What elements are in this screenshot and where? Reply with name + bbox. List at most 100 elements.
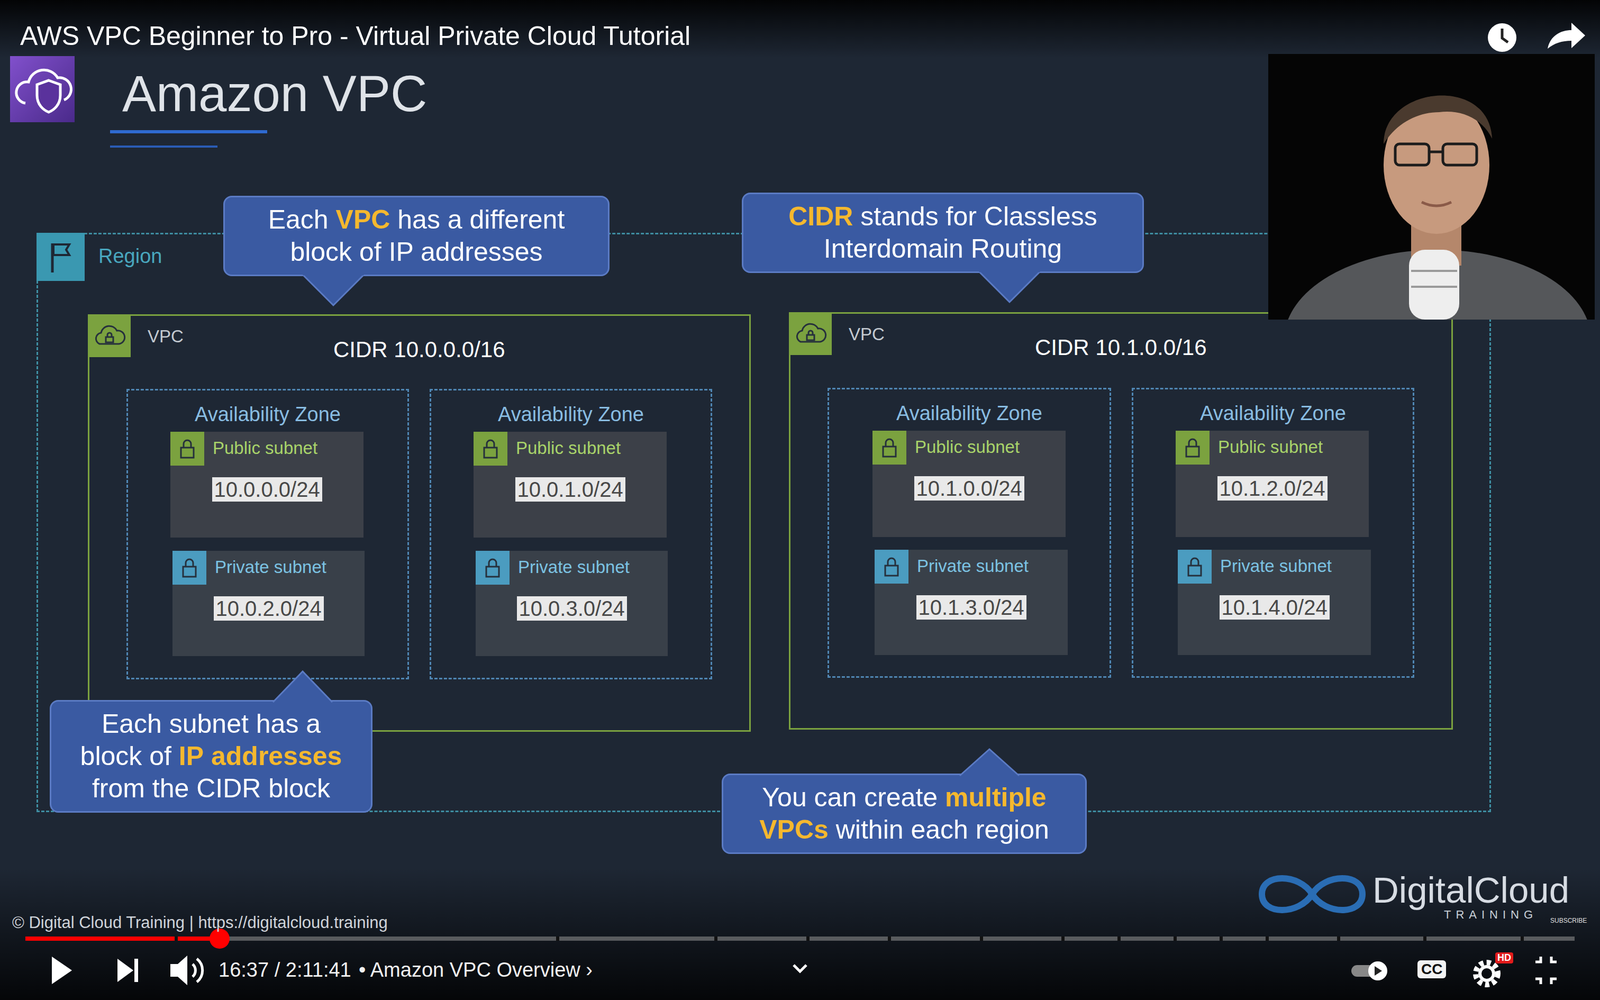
vpc-label: VPC <box>848 324 885 345</box>
vpc-cloud-icon <box>87 314 131 358</box>
graphic-rect <box>0 867 1600 1000</box>
graphic-polygon <box>271 671 334 704</box>
ip-range: 10.1.0.0/24 <box>914 476 1025 501</box>
callout-pointer <box>978 271 1041 303</box>
availability-zone-label: Availability Zone <box>896 402 1043 426</box>
availability-zone-label: Availability Zone <box>1200 402 1347 426</box>
callout-word: within <box>835 814 904 845</box>
graphic-rect <box>25 936 220 941</box>
graphic-rect <box>806 334 815 341</box>
graphic-path <box>808 330 813 335</box>
graphic-rect <box>979 936 984 941</box>
subnet-lock-icon <box>475 550 510 585</box>
callout-word: of <box>149 741 172 771</box>
private-subnet-box: Private subnet10.0.2.0/24 <box>172 550 365 657</box>
ip-range: 10.0.1.0/24 <box>515 477 626 502</box>
graphic-rect <box>1061 936 1065 941</box>
availability-zone-box: Availability ZonePublic subnet10.1.2.0/2… <box>1131 387 1415 678</box>
graphic-path <box>1261 878 1363 911</box>
graphic-rect <box>134 958 139 983</box>
chapter-title: • Amazon VPC Overview › <box>358 958 593 983</box>
graphic-rect <box>1520 936 1524 941</box>
graphic-rect <box>473 431 508 466</box>
public-subnet-label: Public subnet <box>1217 437 1323 458</box>
graphic-rect <box>475 550 510 585</box>
graphic-rect <box>1117 936 1121 941</box>
ip-range: 10.0.3.0/24 <box>516 596 627 621</box>
graphic-rect <box>1177 549 1212 584</box>
graphic-rect <box>1395 143 1430 166</box>
public-subnet-box: Public subnet10.1.0.0/24 <box>872 430 1066 538</box>
ip-range: 10.1.4.0/24 <box>1219 595 1330 620</box>
graphic-path <box>488 559 497 567</box>
graphic-path <box>979 272 1040 303</box>
callout-word: a <box>447 204 463 235</box>
public-subnet-box: Public subnet10.0.0.0/24 <box>170 431 364 538</box>
graphic-path <box>959 749 1020 776</box>
subscribe-text: SUBSCRIBE <box>1550 917 1587 925</box>
callout-word: region <box>975 814 1050 845</box>
highlight-word: VPCs <box>759 814 829 845</box>
graphic-rect <box>874 549 909 584</box>
graphic-path <box>303 275 363 306</box>
graphic-polygon <box>978 271 1041 303</box>
highlight-word: IP <box>178 741 204 771</box>
graphic-rect <box>788 312 832 356</box>
graphic-path <box>887 558 896 566</box>
callout-word: from <box>92 773 145 804</box>
graphic-rect <box>172 550 207 585</box>
callout-word: You <box>761 782 807 813</box>
graphic-circle <box>1487 23 1517 52</box>
cc-button: CC <box>1417 960 1447 979</box>
graphic-circle <box>1475 962 1498 985</box>
callout-text: Each VPC has a different block of IP add… <box>224 197 608 275</box>
graphic-rect <box>1442 143 1477 166</box>
graphic-rect <box>1265 936 1269 941</box>
callout-bubble: Each subnet has a block of IP addresses … <box>49 700 373 813</box>
graphic-path <box>1383 95 1493 144</box>
graphic-path <box>196 958 203 983</box>
graphic-rect <box>174 936 178 941</box>
callout-bubble: Each VPC has a different block of IP add… <box>223 195 610 277</box>
subnet-lock-icon <box>872 430 907 465</box>
callout-word: has <box>256 708 299 739</box>
graphic-polygon <box>958 749 1021 777</box>
callout-bubble: You can create multiple VPCs within each… <box>721 773 1087 854</box>
graphic-rect <box>1408 249 1460 320</box>
presenter-webcam <box>1268 53 1595 320</box>
callout-word: Classless <box>984 201 1098 232</box>
region-flag-icon <box>36 232 85 281</box>
video-title: AWS VPC Beginner to Pro - Virtual Privat… <box>20 21 691 52</box>
callout-word: IP <box>388 237 414 267</box>
graphic-path <box>1547 22 1586 49</box>
graphic-rect <box>486 566 499 577</box>
graphic-path <box>1421 202 1452 206</box>
callout-text: You can create multiple VPCs within each… <box>723 775 1086 853</box>
graphic-rect <box>180 447 194 458</box>
graphic-path <box>95 325 125 344</box>
callout-word: stands <box>860 201 939 232</box>
ip-range: 10.0.0.0/24 <box>212 477 323 502</box>
graphic-path <box>117 958 134 983</box>
ip-range: 10.1.3.0/24 <box>916 595 1027 620</box>
callout-word: create <box>864 782 938 813</box>
graphic-rect <box>872 430 907 465</box>
graphic-path <box>1502 28 1508 43</box>
graphic-path <box>183 440 192 448</box>
subnet-lock-icon <box>170 431 205 466</box>
region-label: Region <box>98 244 162 269</box>
graphic-rect <box>1423 936 1427 941</box>
graphic-path <box>1374 966 1383 976</box>
highlight-word: addresses <box>211 741 342 771</box>
graphic-rect <box>885 565 898 576</box>
highlight-word: CIDR <box>788 201 853 232</box>
graphic-path <box>1535 956 1557 985</box>
callout-word: of <box>359 237 382 267</box>
graphic-path <box>107 332 112 338</box>
copyright-note: © Digital Cloud Training | https://digit… <box>12 913 388 933</box>
graphic-path <box>37 80 61 113</box>
graphic-path <box>885 439 894 447</box>
vpc-box: VPCCIDR 10.0.0.0/16Availability ZonePubl… <box>87 314 751 732</box>
